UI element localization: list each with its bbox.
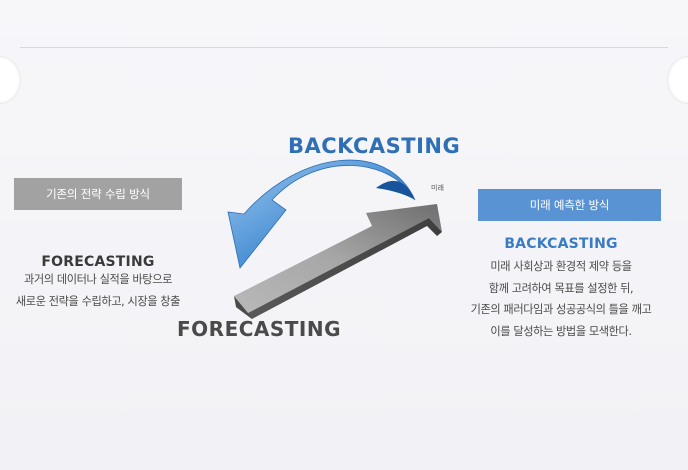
backcasting-arrow [227, 159, 416, 269]
backcasting-description: 미래 사회상과 환경적 제약 등을 함께 고려하여 목표를 설정한 뒤, 기존의… [450, 256, 672, 342]
backcasting-title: BACKCASTING [504, 236, 618, 252]
backcasting-description-line: 기존의 패러다임과 성공공식의 틀을 깨고 [470, 303, 652, 316]
backcasting-description-line: 함께 고려하여 목표를 설정한 뒤, [488, 281, 634, 295]
forecasting-description-line: 새로운 전략을 수립하고, 시장을 창출 [15, 294, 181, 308]
backcasting-description-line: 미래 사회상과 환경적 제약 등을 [490, 260, 632, 273]
backcasting-description-line: 이를 달성하는 방법을 모색한다. [490, 324, 632, 338]
future-label: 미래 [431, 184, 444, 192]
forecasting-description-line: 과거의 데이터나 실적을 바탕으로 [24, 273, 172, 286]
left-notch-decoration [0, 56, 21, 104]
backcasting-arrow-label: BACKCASTING [288, 134, 461, 158]
future-method-badge: 미래 예측한 방식 [478, 189, 661, 221]
forecasting-arrow [234, 204, 442, 319]
forecasting-title: FORECASTING [41, 254, 155, 270]
forecasting-description: 과거의 데이터나 실적을 바탕으로 새로운 전략을 수립하고, 시장을 창출 [0, 269, 196, 312]
top-divider [20, 47, 668, 48]
forecasting-arrow-label: FORECASTING [177, 317, 342, 341]
conventional-method-badge: 기존의 전략 수립 방식 [14, 178, 182, 210]
right-notch-decoration [667, 56, 688, 104]
